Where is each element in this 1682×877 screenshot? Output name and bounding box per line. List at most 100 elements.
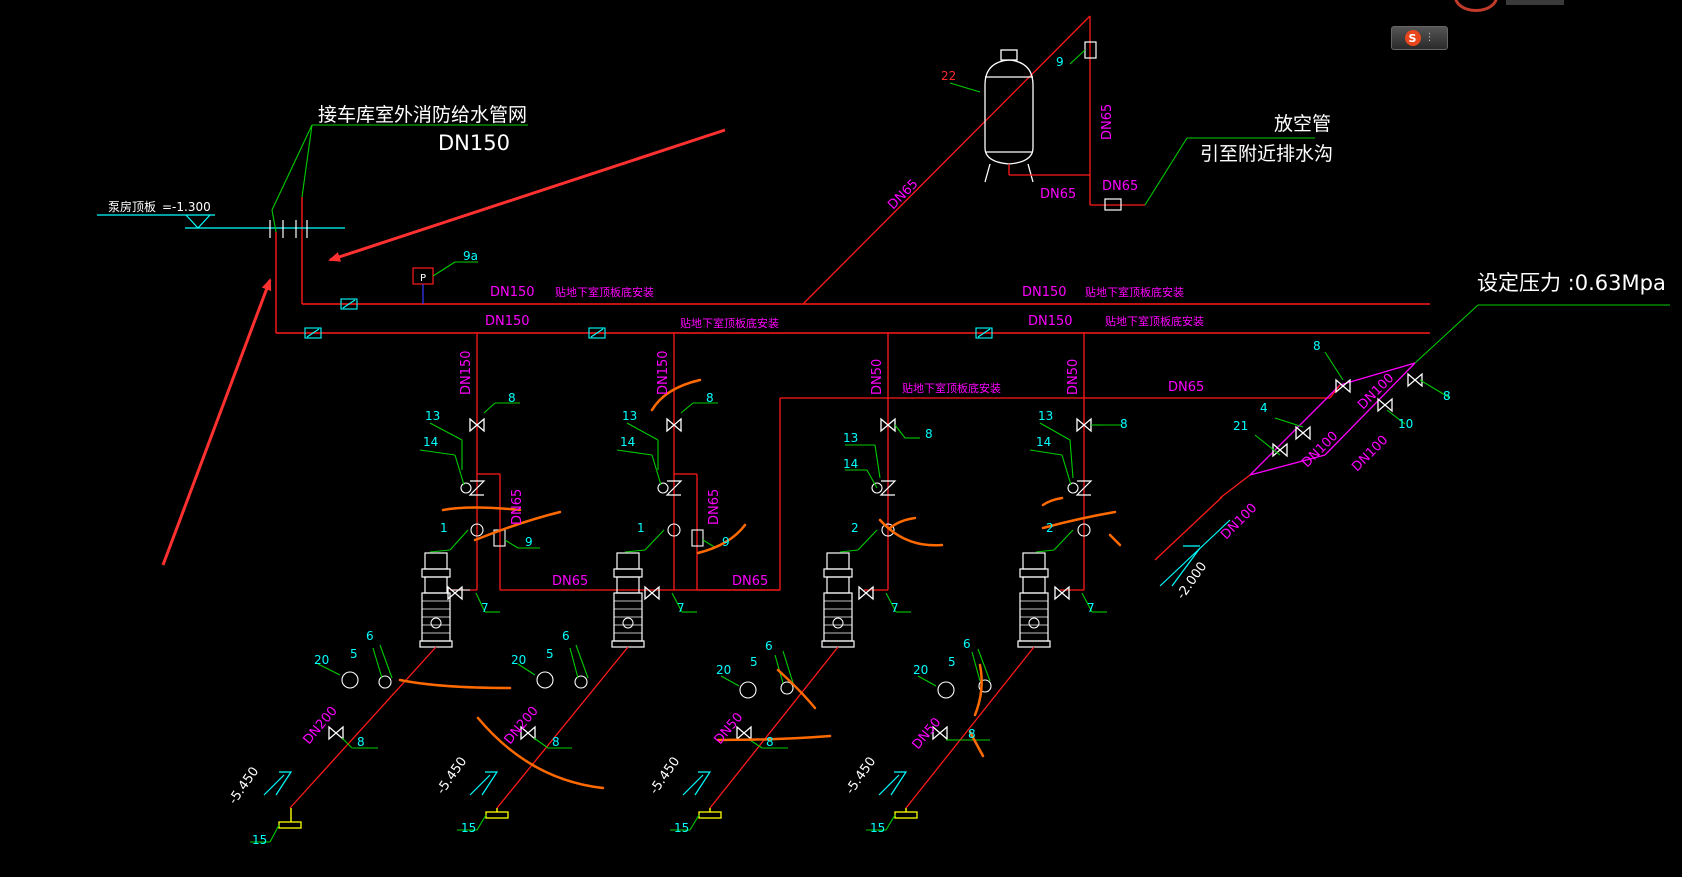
sogou-ime-icon[interactable]: S bbox=[1404, 30, 1421, 46]
svg-text:-5.450: -5.450 bbox=[226, 764, 262, 807]
svg-text:贴地下室顶板底安装: 贴地下室顶板底安装 bbox=[555, 285, 654, 299]
svg-text:8: 8 bbox=[1120, 417, 1128, 431]
svg-text:贴地下室顶板底安装: 贴地下室顶板底安装 bbox=[680, 316, 779, 330]
svg-text:DN50: DN50 bbox=[870, 359, 885, 395]
set-pressure-label: 设定压力 :0.63Mpa bbox=[1477, 271, 1666, 295]
ime-menu-icon[interactable]: ⋮ bbox=[1424, 32, 1435, 43]
drain-valve bbox=[1104, 198, 1122, 211]
svg-text:贴地下室顶板底安装: 贴地下室顶板底安装 bbox=[1105, 314, 1204, 328]
svg-text:8: 8 bbox=[706, 391, 714, 405]
svg-text:20: 20 bbox=[511, 653, 526, 667]
svg-text:8: 8 bbox=[766, 735, 774, 749]
svg-text:1: 1 bbox=[440, 521, 448, 535]
svg-text:6: 6 bbox=[562, 629, 570, 643]
svg-text:5: 5 bbox=[350, 647, 358, 661]
svg-text:DN50: DN50 bbox=[1066, 359, 1081, 395]
outlet-leaders bbox=[1254, 304, 1670, 456]
svg-text:-2.000: -2.000 bbox=[1174, 559, 1210, 602]
svg-text:8: 8 bbox=[357, 735, 365, 749]
svg-text:DN100: DN100 bbox=[1349, 433, 1391, 475]
outlet-elevation-marker bbox=[1159, 519, 1231, 587]
svg-text:DN100: DN100 bbox=[1218, 501, 1260, 543]
svg-text:-5.450: -5.450 bbox=[647, 754, 683, 797]
svg-text:2: 2 bbox=[1046, 521, 1054, 535]
svg-text:DN65: DN65 bbox=[885, 177, 921, 213]
svg-text:14: 14 bbox=[620, 435, 635, 449]
svg-text:DN65: DN65 bbox=[552, 574, 588, 589]
svg-text:20: 20 bbox=[716, 663, 731, 677]
vent-pipe-label: 放空管 bbox=[1274, 113, 1331, 135]
pump-room-roof-label: 泵房顶板 bbox=[108, 199, 156, 214]
svg-text:8: 8 bbox=[1313, 339, 1321, 353]
svg-text:7: 7 bbox=[677, 601, 685, 615]
svg-text:5: 5 bbox=[546, 647, 554, 661]
pressure-switch: P 9a bbox=[412, 249, 478, 304]
svg-text:DN200: DN200 bbox=[301, 704, 341, 748]
svg-text:6: 6 bbox=[963, 637, 971, 651]
svg-text:7: 7 bbox=[1087, 601, 1095, 615]
svg-text:13: 13 bbox=[843, 431, 858, 445]
outlet-valves bbox=[1272, 373, 1423, 457]
svg-text:22: 22 bbox=[941, 69, 956, 83]
pump-group-2 bbox=[457, 333, 780, 831]
svg-text:DN150: DN150 bbox=[459, 350, 474, 395]
svg-text:DN65: DN65 bbox=[510, 489, 525, 525]
annotation-arrow-2 bbox=[161, 278, 272, 566]
pump-room-elev-label: =-1.300 bbox=[162, 200, 211, 214]
svg-text:15: 15 bbox=[461, 821, 476, 835]
tank-pipes bbox=[1008, 16, 1145, 206]
svg-text:5: 5 bbox=[948, 655, 956, 669]
callout-numbers: 22 9 8 13 14 1 9 7 6 5 20 8 15 8 13 14 1… bbox=[252, 55, 1451, 847]
sogou-ime-toolbar[interactable]: S ⋮ bbox=[1391, 26, 1448, 50]
tank-leaders bbox=[271, 49, 1315, 233]
svg-text:10: 10 bbox=[1398, 417, 1413, 431]
svg-text:贴地下室顶板底安装: 贴地下室顶板底安装 bbox=[1085, 285, 1184, 299]
svg-text:15: 15 bbox=[252, 833, 267, 847]
svg-text:DN50: DN50 bbox=[712, 710, 747, 747]
svg-text:DN150: DN150 bbox=[1022, 285, 1067, 300]
svg-text:P: P bbox=[420, 273, 426, 284]
svg-text:13: 13 bbox=[1038, 409, 1053, 423]
pump-group-4 bbox=[866, 333, 1122, 831]
outdoor-network-label: 接车库室外消防给水管网 bbox=[318, 104, 527, 126]
svg-text:15: 15 bbox=[870, 821, 885, 835]
svg-text:14: 14 bbox=[1036, 435, 1051, 449]
svg-text:20: 20 bbox=[913, 663, 928, 677]
svg-text:DN200: DN200 bbox=[502, 704, 542, 748]
svg-text:9: 9 bbox=[525, 535, 533, 549]
header-valves bbox=[304, 298, 993, 339]
app-top-tab[interactable] bbox=[1506, 0, 1564, 5]
svg-text:DN65: DN65 bbox=[1100, 104, 1115, 140]
svg-text:DN150: DN150 bbox=[1028, 314, 1073, 329]
svg-text:15: 15 bbox=[674, 821, 689, 835]
pump-group-3 bbox=[670, 333, 920, 831]
to-drain-label: 引至附近排水沟 bbox=[1200, 143, 1333, 165]
main-header-lower bbox=[275, 232, 1430, 334]
svg-text:DN65: DN65 bbox=[1168, 380, 1204, 395]
svg-text:1: 1 bbox=[637, 521, 645, 535]
svg-text:13: 13 bbox=[622, 409, 637, 423]
svg-text:4: 4 bbox=[1260, 401, 1268, 415]
pump-group-1 bbox=[250, 333, 540, 843]
main-header-upper bbox=[301, 197, 1430, 305]
svg-text:DN65: DN65 bbox=[707, 489, 722, 525]
svg-text:7: 7 bbox=[481, 601, 489, 615]
svg-text:8: 8 bbox=[925, 427, 933, 441]
svg-text:8: 8 bbox=[1443, 389, 1451, 403]
tank-diagonal-pipe bbox=[802, 15, 1091, 305]
outlet-manifold bbox=[1154, 362, 1416, 561]
svg-text:8: 8 bbox=[968, 727, 976, 741]
svg-text:8: 8 bbox=[508, 391, 516, 405]
annotation-arrow-1 bbox=[328, 128, 726, 262]
svg-text:8: 8 bbox=[552, 735, 560, 749]
svg-text:2: 2 bbox=[851, 521, 859, 535]
svg-text:20: 20 bbox=[314, 653, 329, 667]
svg-text:14: 14 bbox=[843, 457, 858, 471]
pressure-tank bbox=[984, 49, 1034, 183]
svg-text:21: 21 bbox=[1233, 419, 1248, 433]
main-dn150-label: DN150 bbox=[438, 131, 510, 155]
svg-text:DN150: DN150 bbox=[485, 314, 530, 329]
svg-text:13: 13 bbox=[425, 409, 440, 423]
svg-text:DN65: DN65 bbox=[1102, 179, 1138, 194]
